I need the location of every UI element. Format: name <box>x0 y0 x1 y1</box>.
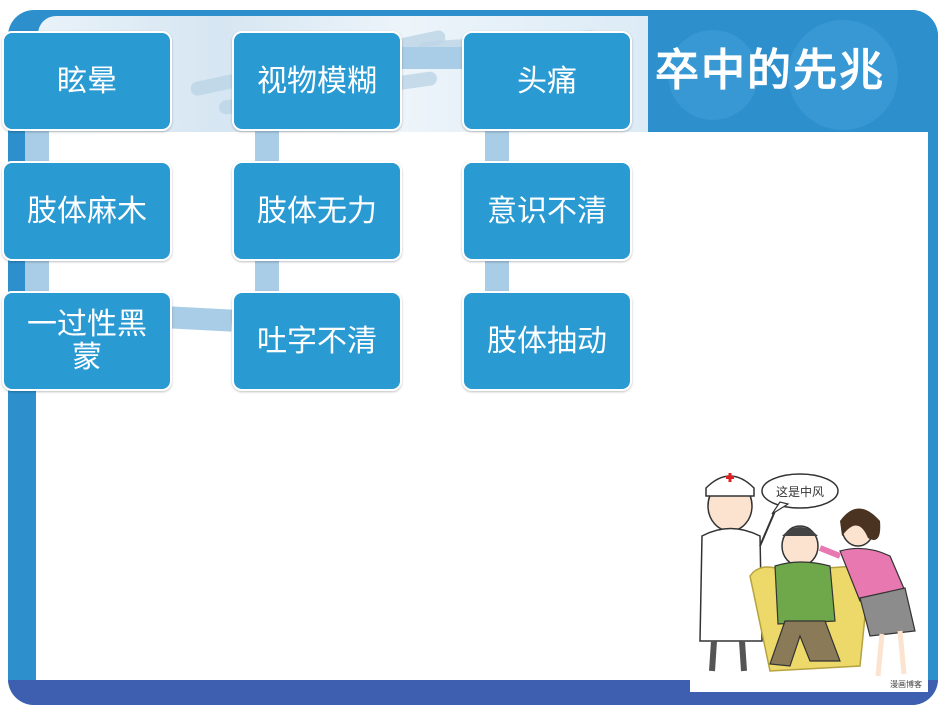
symptom-limb-twitching[interactable]: 肢体抽动 <box>462 291 632 391</box>
connector <box>25 260 49 292</box>
header-band <box>648 10 938 132</box>
watermark: 漫画博客 <box>890 680 922 689</box>
symptom-confusion[interactable]: 意识不清 <box>462 161 632 261</box>
connector <box>255 130 279 162</box>
symptom-slurred-speech[interactable]: 吐字不清 <box>232 291 402 391</box>
symptom-transient-blackout[interactable]: 一过性黑蒙 <box>2 291 172 391</box>
symptom-limb-weakness[interactable]: 肢体无力 <box>232 161 402 261</box>
connector <box>25 130 49 162</box>
stroke-illustration: 这是中风 漫画博客 <box>690 466 928 692</box>
connector <box>400 47 462 69</box>
connector <box>255 260 279 292</box>
connector <box>485 260 509 292</box>
connector <box>485 130 509 162</box>
connector <box>169 306 233 332</box>
speech-bubble-text: 这是中风 <box>776 484 824 499</box>
symptom-limb-numbness[interactable]: 肢体麻木 <box>2 161 172 261</box>
slide-title: 卒中的先兆 <box>655 45 885 96</box>
cartoon-image: 这是中风 <box>699 473 916 677</box>
symptom-blurred-vision[interactable]: 视物模糊 <box>232 31 402 131</box>
symptom-dizziness[interactable]: 眩晕 <box>2 31 172 131</box>
symptom-headache[interactable]: 头痛 <box>462 31 632 131</box>
